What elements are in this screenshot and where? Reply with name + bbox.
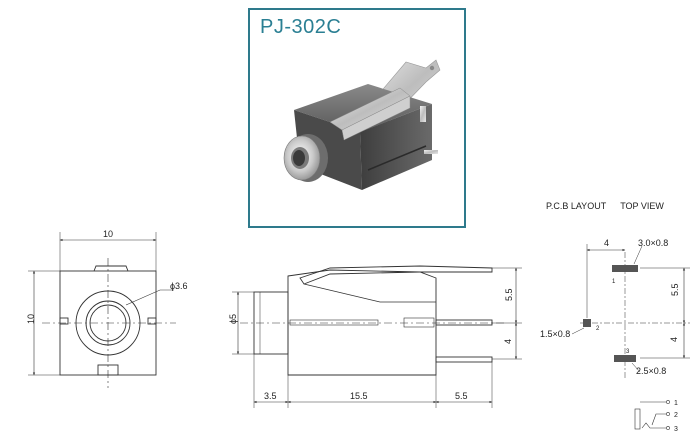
pcb-lower-dim: 4 bbox=[669, 337, 679, 342]
product-photo-frame: PJ-302C bbox=[248, 8, 466, 228]
side-lower-dim: 4 bbox=[503, 339, 513, 344]
front-width-dim: 10 bbox=[103, 229, 113, 239]
pcb-layout-label: P.C.B LAYOUT bbox=[546, 201, 607, 211]
jack-3d-illustration bbox=[283, 59, 441, 190]
pcb-horizontal-dim: 4 bbox=[604, 238, 609, 248]
pcb-pad-3 bbox=[614, 355, 636, 362]
side-body-dim: 15.5 bbox=[350, 391, 368, 401]
front-diameter-dim: ϕ3.6 bbox=[170, 281, 188, 291]
pcb-pad3-size: 2.5×0.8 bbox=[636, 366, 666, 376]
schematic-pin-2: 2 bbox=[674, 412, 678, 419]
pcb-pad3-label: 3 bbox=[626, 349, 630, 355]
schematic-pin-3: 3 bbox=[674, 426, 678, 433]
product-model-title: PJ-302C bbox=[260, 16, 342, 38]
pcb-upper-dim: 5.5 bbox=[670, 283, 680, 296]
side-front-dim: 3.5 bbox=[264, 391, 277, 401]
front-view bbox=[28, 232, 176, 388]
pcb-pad-1 bbox=[612, 265, 638, 272]
side-diameter-dim: ϕ5 bbox=[228, 314, 238, 324]
pcb-pad1-label: 1 bbox=[612, 279, 616, 285]
front-height-dim: 10 bbox=[26, 314, 36, 324]
pcb-pad2-label: 2 bbox=[596, 326, 600, 332]
side-pins-dim: 5.5 bbox=[455, 391, 468, 401]
side-view bbox=[232, 265, 522, 408]
pcb-pad-2 bbox=[583, 319, 591, 327]
pcb-pad2-size: 1.5×0.8 bbox=[540, 329, 570, 339]
schematic-pin-1: 1 bbox=[674, 400, 678, 407]
pcb-pad1-size: 3.0×0.8 bbox=[638, 238, 668, 248]
pcb-layout-heading: P.C.B LAYOUT TOP VIEW bbox=[546, 201, 664, 211]
jack-schematic bbox=[634, 400, 670, 430]
side-upper-dim: 5.5 bbox=[504, 288, 514, 301]
top-view-label: TOP VIEW bbox=[620, 201, 664, 211]
